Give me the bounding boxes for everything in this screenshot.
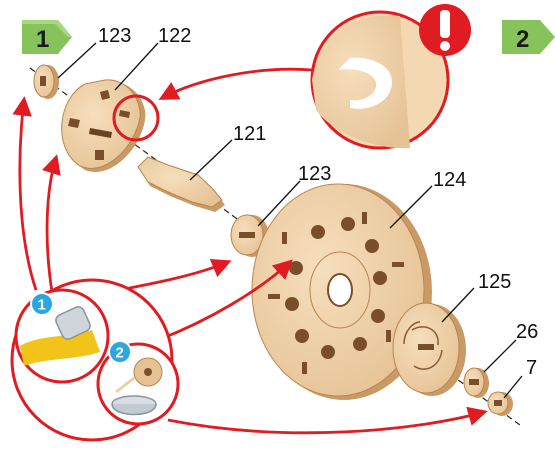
part-26 — [464, 368, 489, 398]
label-part-125: 125 — [478, 271, 511, 293]
label-part-124: 124 — [433, 169, 466, 191]
callout-1-number: 1 — [38, 297, 46, 314]
part-122 — [62, 80, 146, 172]
callout-2-number: 2 — [116, 345, 124, 362]
label-part-123-top: 123 — [98, 25, 131, 47]
part-7 — [488, 392, 513, 416]
label-part-26: 26 — [516, 321, 538, 343]
label-part-123-middle: 123 — [298, 163, 331, 185]
part-121 — [138, 157, 225, 212]
label-part-122: 122 — [158, 25, 191, 47]
step-2-number: 2 — [516, 26, 529, 53]
label-part-7: 7 — [526, 357, 537, 379]
warning-zoom — [312, 4, 471, 148]
step-1-badge: 1 — [22, 20, 72, 54]
label-part-121: 121 — [233, 123, 266, 145]
step-2-badge: 2 — [502, 20, 555, 54]
glue-instructions-circle: 1 2 — [12, 280, 178, 440]
part-125 — [393, 303, 466, 396]
step-1-number: 1 — [36, 26, 49, 53]
part-123-top — [34, 65, 59, 99]
